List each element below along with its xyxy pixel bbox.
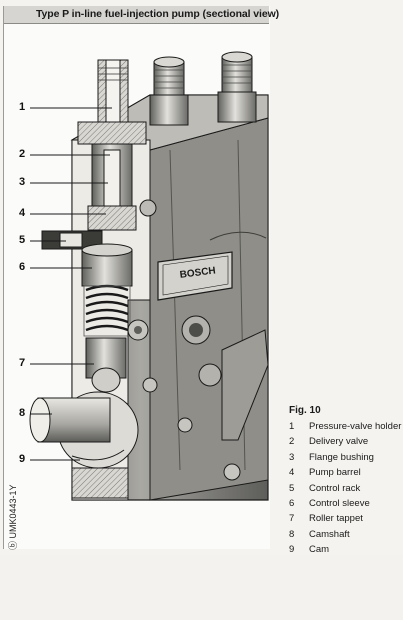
- legend-text: Pump barrel: [309, 467, 361, 479]
- legend-item: 8 Camshaft: [289, 527, 401, 542]
- copyright-icon: ⓑ: [8, 540, 18, 550]
- legend-item: 9 Cam: [289, 542, 401, 557]
- legend-number: 5: [289, 482, 295, 494]
- legend-item: 1 Pressure-valve holder: [289, 419, 401, 434]
- callout-leaders: [30, 107, 112, 461]
- legend-text: Flange bushing: [309, 451, 374, 463]
- image-code: ⓑ UMK0443-1Y: [6, 484, 19, 550]
- callout-5: 5: [19, 234, 26, 246]
- legend-item: 7 Roller tappet: [289, 511, 401, 526]
- legend-number: 1: [289, 421, 295, 432]
- bosch-nameplate: BOSCH: [157, 251, 233, 301]
- legend-text: Cam: [309, 544, 330, 556]
- legend-text: Roller tappet: [309, 513, 363, 525]
- callout-1: 1: [19, 101, 26, 113]
- legend-number: 9: [289, 544, 295, 556]
- callout-9: 9: [19, 453, 26, 465]
- legend-item: 2 Delivery valve: [289, 434, 401, 449]
- callout-4: 4: [19, 207, 26, 219]
- figure-caption: Fig. 10 1 Pressure-valve holder 2 Delivery…: [289, 405, 401, 558]
- document-page: Type P in-line fuel-injection pump (sect…: [3, 6, 402, 558]
- rear-valve-holder-2: [217, 51, 257, 123]
- legend-item: 3 Flange bushing: [289, 450, 401, 465]
- figure-title-band: Type P in-line fuel-injection pump (sect…: [4, 6, 279, 24]
- rear-valve-holder-1: [149, 56, 189, 126]
- image-code-block: ⓑ UMK0443-1Y: [6, 484, 18, 620]
- legend-text: Control sleeve: [309, 498, 370, 510]
- pump-illustration: BOSCH: [29, 51, 269, 501]
- legend-number: 4: [289, 467, 295, 479]
- callout-8: 8: [19, 407, 26, 419]
- image-code-text: UMK0443-1Y: [8, 484, 18, 539]
- sectioned-pump-element: [29, 59, 151, 501]
- legend-text: Pressure-valve holder: [309, 421, 402, 432]
- housing-bolts: [127, 199, 269, 481]
- legend-item: 6 Control sleeve: [289, 496, 401, 511]
- legend-number: 7: [289, 513, 295, 525]
- legend-number: 2: [289, 436, 295, 448]
- legend-number: 6: [289, 498, 295, 510]
- callout-2: 2: [19, 148, 26, 160]
- callout-3: 3: [19, 176, 26, 188]
- nameplate-text: BOSCH: [179, 265, 216, 280]
- legend-item: 5 Control rack: [289, 481, 401, 496]
- figure-label: Fig. 10: [289, 405, 321, 416]
- legend-item: 4 Pump barrel: [289, 465, 401, 480]
- figure-title: Type P in-line fuel-injection pump (sect…: [36, 8, 280, 20]
- legend-text: Camshaft: [309, 528, 350, 540]
- legend-text: Delivery valve: [309, 436, 369, 448]
- legend-number: 3: [289, 451, 295, 463]
- legend-number: 8: [289, 528, 295, 540]
- callout-6: 6: [19, 261, 26, 273]
- callout-7: 7: [19, 357, 26, 369]
- legend-text: Control rack: [309, 482, 361, 494]
